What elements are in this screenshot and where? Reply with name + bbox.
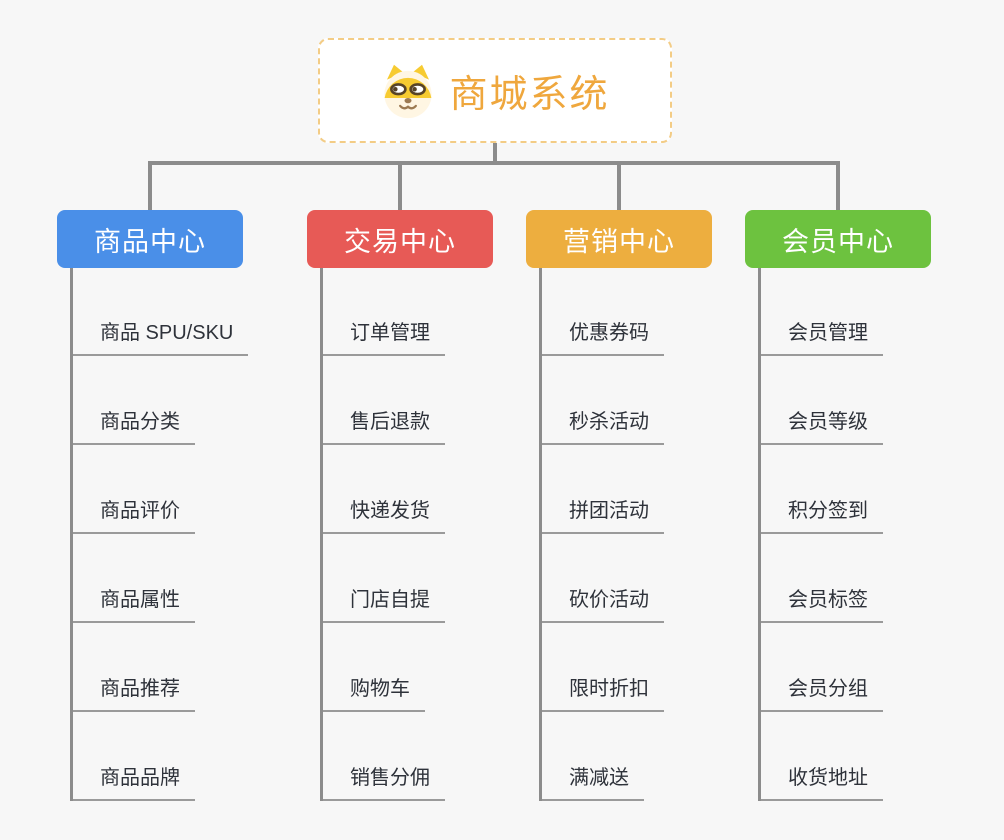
- child-node[interactable]: 商品分类: [73, 408, 195, 445]
- branch-children-product: 商品 SPU/SKU 商品分类 商品评价 商品属性 商品推荐 商品品牌: [70, 268, 249, 801]
- connector-stub-marketing: [617, 161, 621, 210]
- child-node[interactable]: 拼团活动: [542, 497, 664, 534]
- child-node[interactable]: 会员管理: [761, 319, 883, 356]
- child-node[interactable]: 商品品牌: [73, 764, 195, 801]
- child-node[interactable]: 订单管理: [323, 319, 445, 356]
- child-node[interactable]: 积分签到: [761, 497, 883, 534]
- branch-node-member[interactable]: 会员中心: [745, 210, 931, 268]
- root-title: 商城系统: [449, 74, 610, 116]
- child-node[interactable]: 商品推荐: [73, 675, 195, 712]
- child-node[interactable]: 快递发货: [323, 497, 445, 534]
- child-node[interactable]: 会员分组: [761, 675, 883, 712]
- child-node[interactable]: 销售分佣: [323, 764, 445, 801]
- branch-children-trade: 订单管理 售后退款 快递发货 门店自提 购物车 销售分佣: [320, 268, 445, 801]
- branch-node-product[interactable]: 商品中心: [57, 210, 243, 268]
- child-node[interactable]: 商品 SPU/SKU: [73, 319, 249, 356]
- child-node[interactable]: 秒杀活动: [542, 408, 664, 445]
- child-node[interactable]: 满减送: [542, 764, 644, 801]
- branch-label: 会员中心: [782, 226, 894, 257]
- child-node[interactable]: 会员等级: [761, 408, 883, 445]
- branch-node-trade[interactable]: 交易中心: [307, 210, 493, 268]
- connector-stub-member: [836, 161, 840, 210]
- child-node[interactable]: 商品评价: [73, 497, 195, 534]
- child-node[interactable]: 限时折扣: [542, 675, 664, 712]
- shiba-dog-icon: [384, 64, 433, 118]
- branch-children-marketing: 优惠券码 秒杀活动 拼团活动 砍价活动 限时折扣 满减送: [539, 268, 664, 801]
- child-node[interactable]: 购物车: [323, 675, 425, 712]
- child-node[interactable]: 砍价活动: [542, 586, 664, 623]
- branch-label: 营销中心: [563, 226, 675, 257]
- branch-label: 交易中心: [344, 226, 456, 257]
- child-node[interactable]: 商品属性: [73, 586, 195, 623]
- connector-root-drop: [493, 141, 497, 165]
- child-node[interactable]: 优惠券码: [542, 319, 664, 356]
- child-node[interactable]: 门店自提: [323, 586, 445, 623]
- branch-node-marketing[interactable]: 营销中心: [526, 210, 712, 268]
- root-node-mall-system[interactable]: 商城系统: [318, 38, 672, 143]
- branch-children-member: 会员管理 会员等级 积分签到 会员标签 会员分组 收货地址: [758, 268, 883, 801]
- branch-label: 商品中心: [94, 226, 206, 257]
- child-node[interactable]: 会员标签: [761, 586, 883, 623]
- connector-stub-product: [148, 161, 152, 210]
- connector-trunk: [148, 161, 840, 165]
- connector-stub-trade: [398, 161, 402, 210]
- child-node[interactable]: 收货地址: [761, 764, 883, 801]
- child-node[interactable]: 售后退款: [323, 408, 445, 445]
